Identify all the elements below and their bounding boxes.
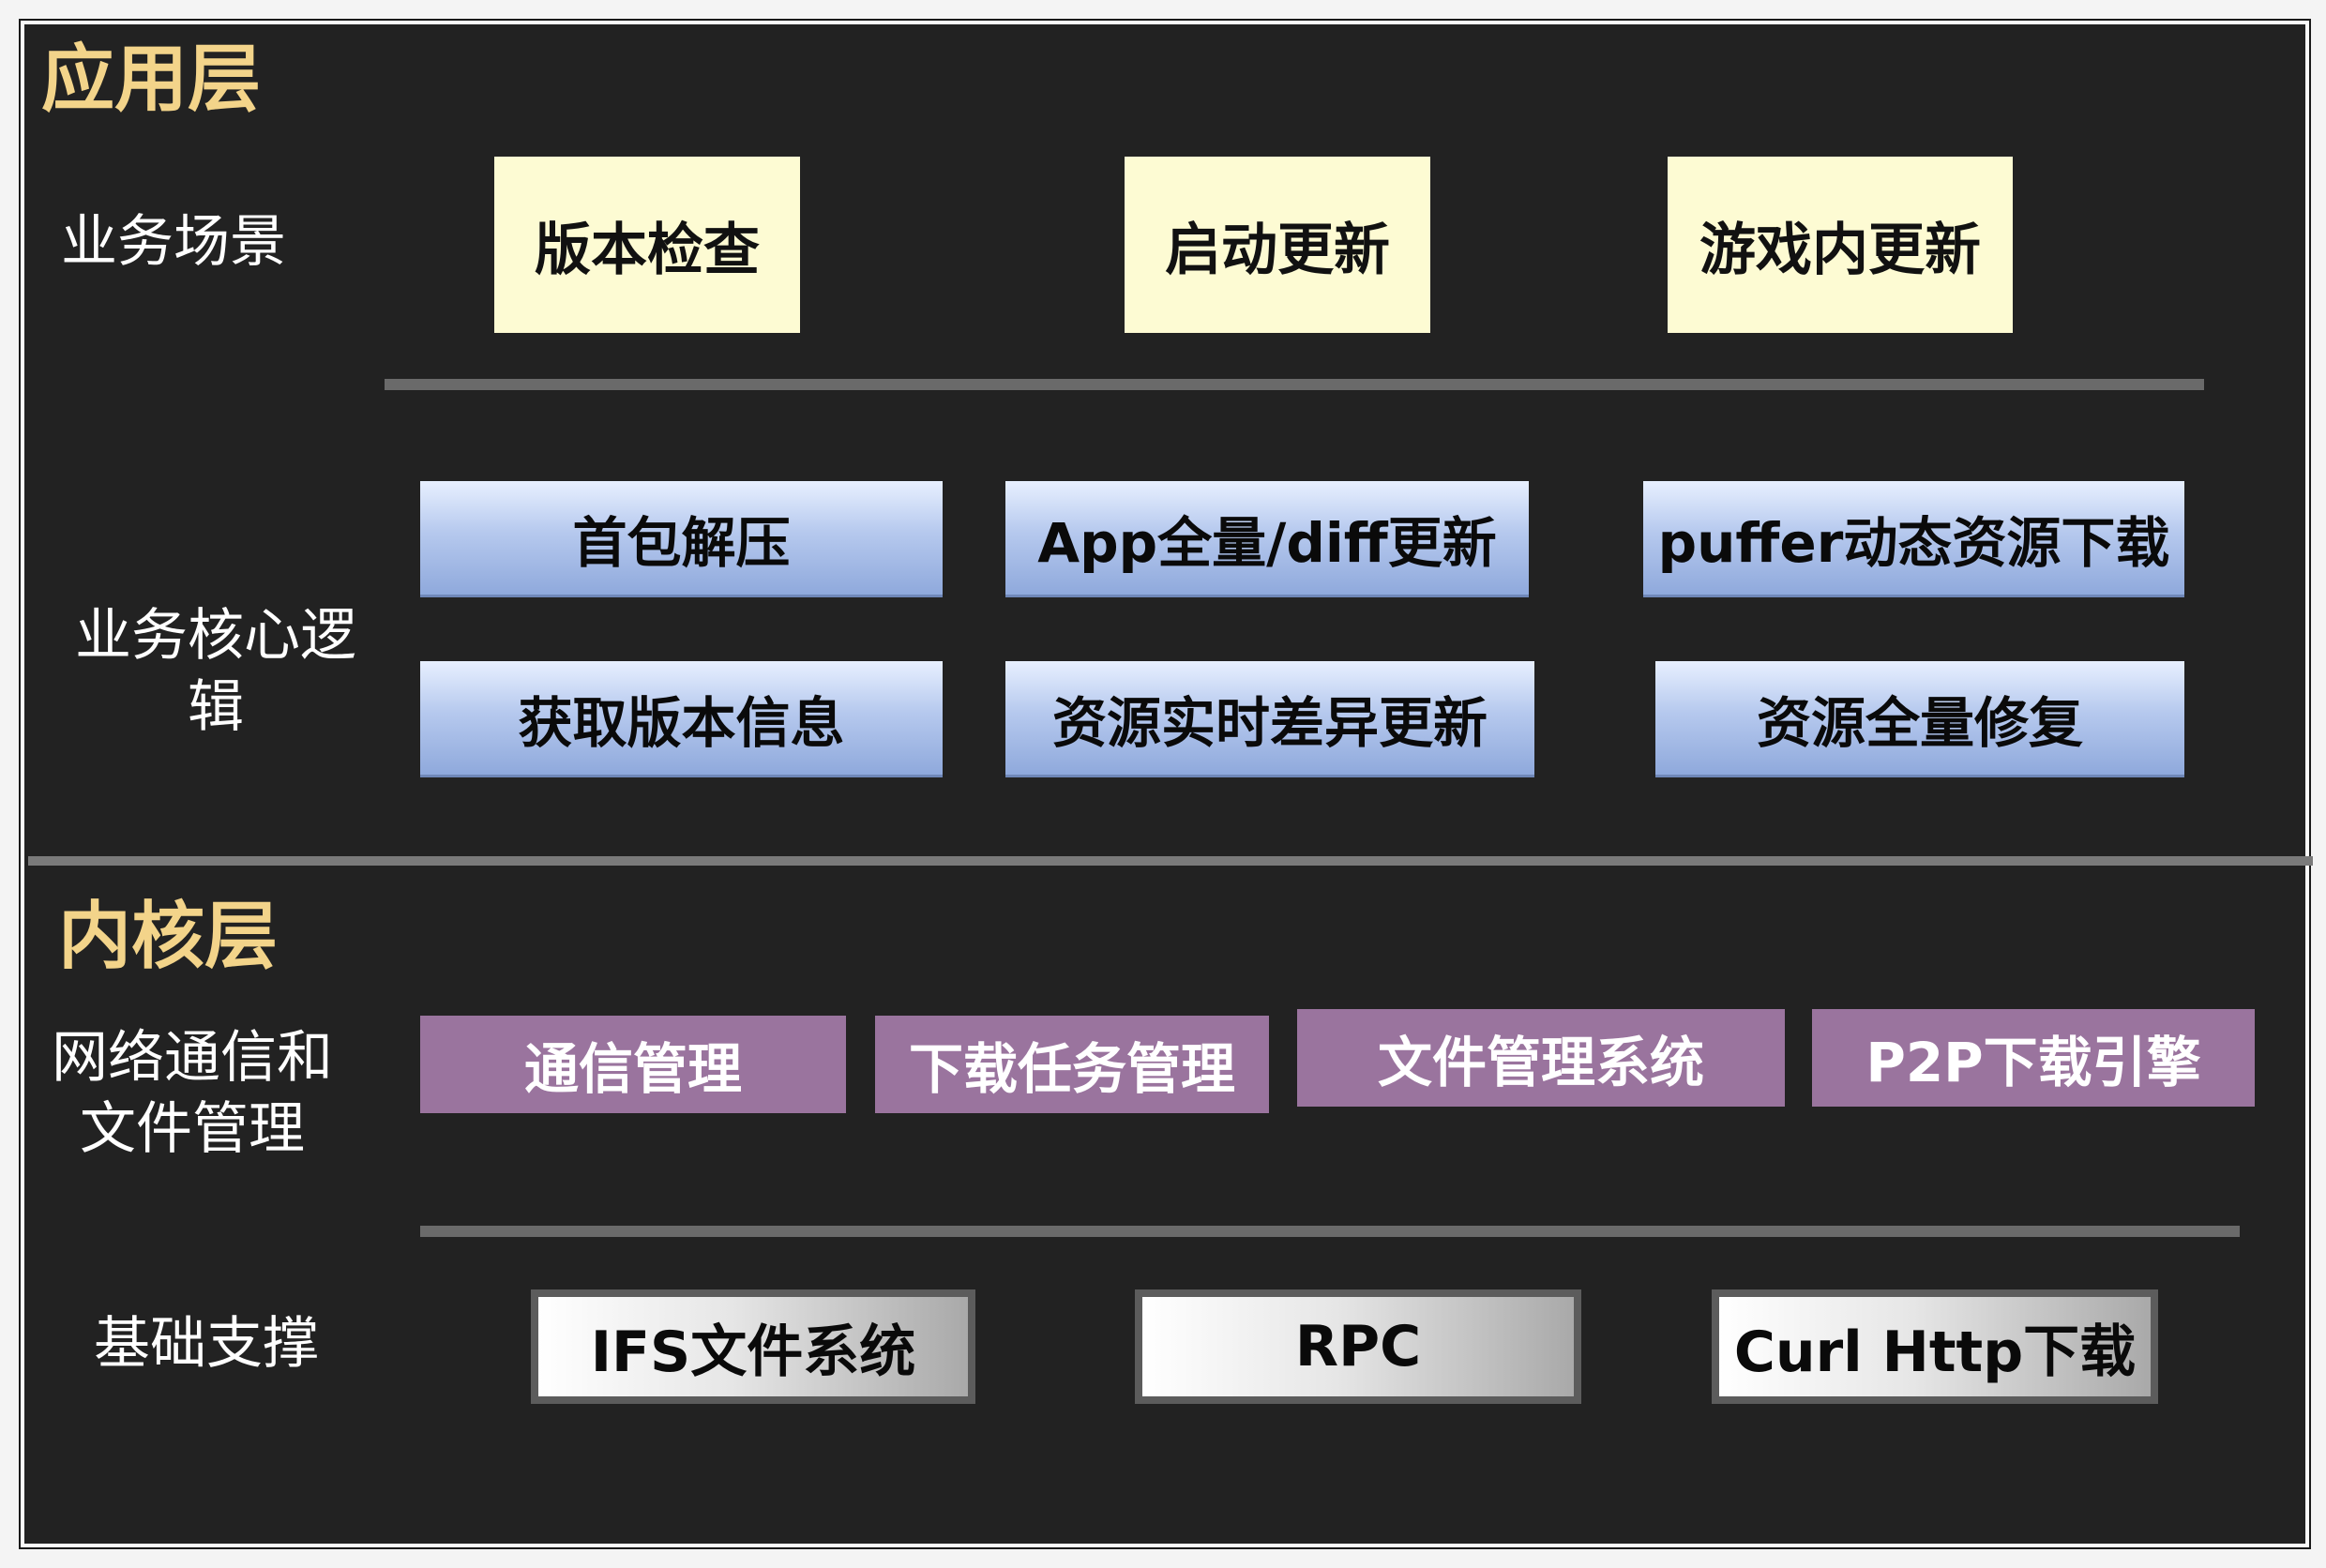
scenario-box-ingame-update: 游戏内更新 [1668,157,2013,333]
network-file-label-line2: 文件管理 [80,1096,305,1162]
logic-box-first-package-unzip: 首包解压 [420,481,943,597]
scenario-box-startup-update: 启动更新 [1125,157,1430,333]
network-file-label: 网络通信和 文件管理 [38,1022,347,1165]
foundation-label: 基础支撑 [94,1311,319,1377]
foundation-box-rpc: RPC [1135,1289,1581,1404]
application-inner-divider [385,379,2204,390]
kernel-box-download-task-management: 下载任务管理 [875,1016,1269,1113]
kernel-inner-divider [420,1226,2240,1237]
network-file-label-line1: 网络通信和 [52,1025,333,1091]
layer-divider [28,856,2313,866]
logic-box-realtime-diff-update: 资源实时差异更新 [1005,661,1534,777]
logic-box-get-version-info: 获取版本信息 [420,661,943,777]
logic-box-full-resource-repair: 资源全量修复 [1655,661,2184,777]
core-logic-label: 业务核心逻 辑 [56,600,375,743]
kernel-box-communication-management: 通信管理 [420,1016,846,1113]
kernel-layer-title: 内核层 [58,895,279,979]
foundation-box-ifs-file-system: IFS文件系统 [531,1289,975,1404]
foundation-box-curl-http-download: Curl Http下载 [1712,1289,2158,1404]
core-logic-label-line2: 辑 [188,674,244,740]
kernel-box-file-management-system: 文件管理系统 [1297,1009,1785,1107]
application-layer-title: 应用层 [41,38,262,122]
core-logic-label-line1: 业务核心逻 [75,603,356,669]
business-scenarios-label: 业务场景 [61,209,286,275]
scenario-box-version-check: 版本检查 [494,157,800,333]
logic-box-puffer-dynamic-download: puffer动态资源下载 [1643,481,2184,597]
kernel-box-p2p-download-engine: P2P下载引擎 [1812,1009,2255,1107]
logic-box-app-full-diff-update: App全量/diff更新 [1005,481,1529,597]
